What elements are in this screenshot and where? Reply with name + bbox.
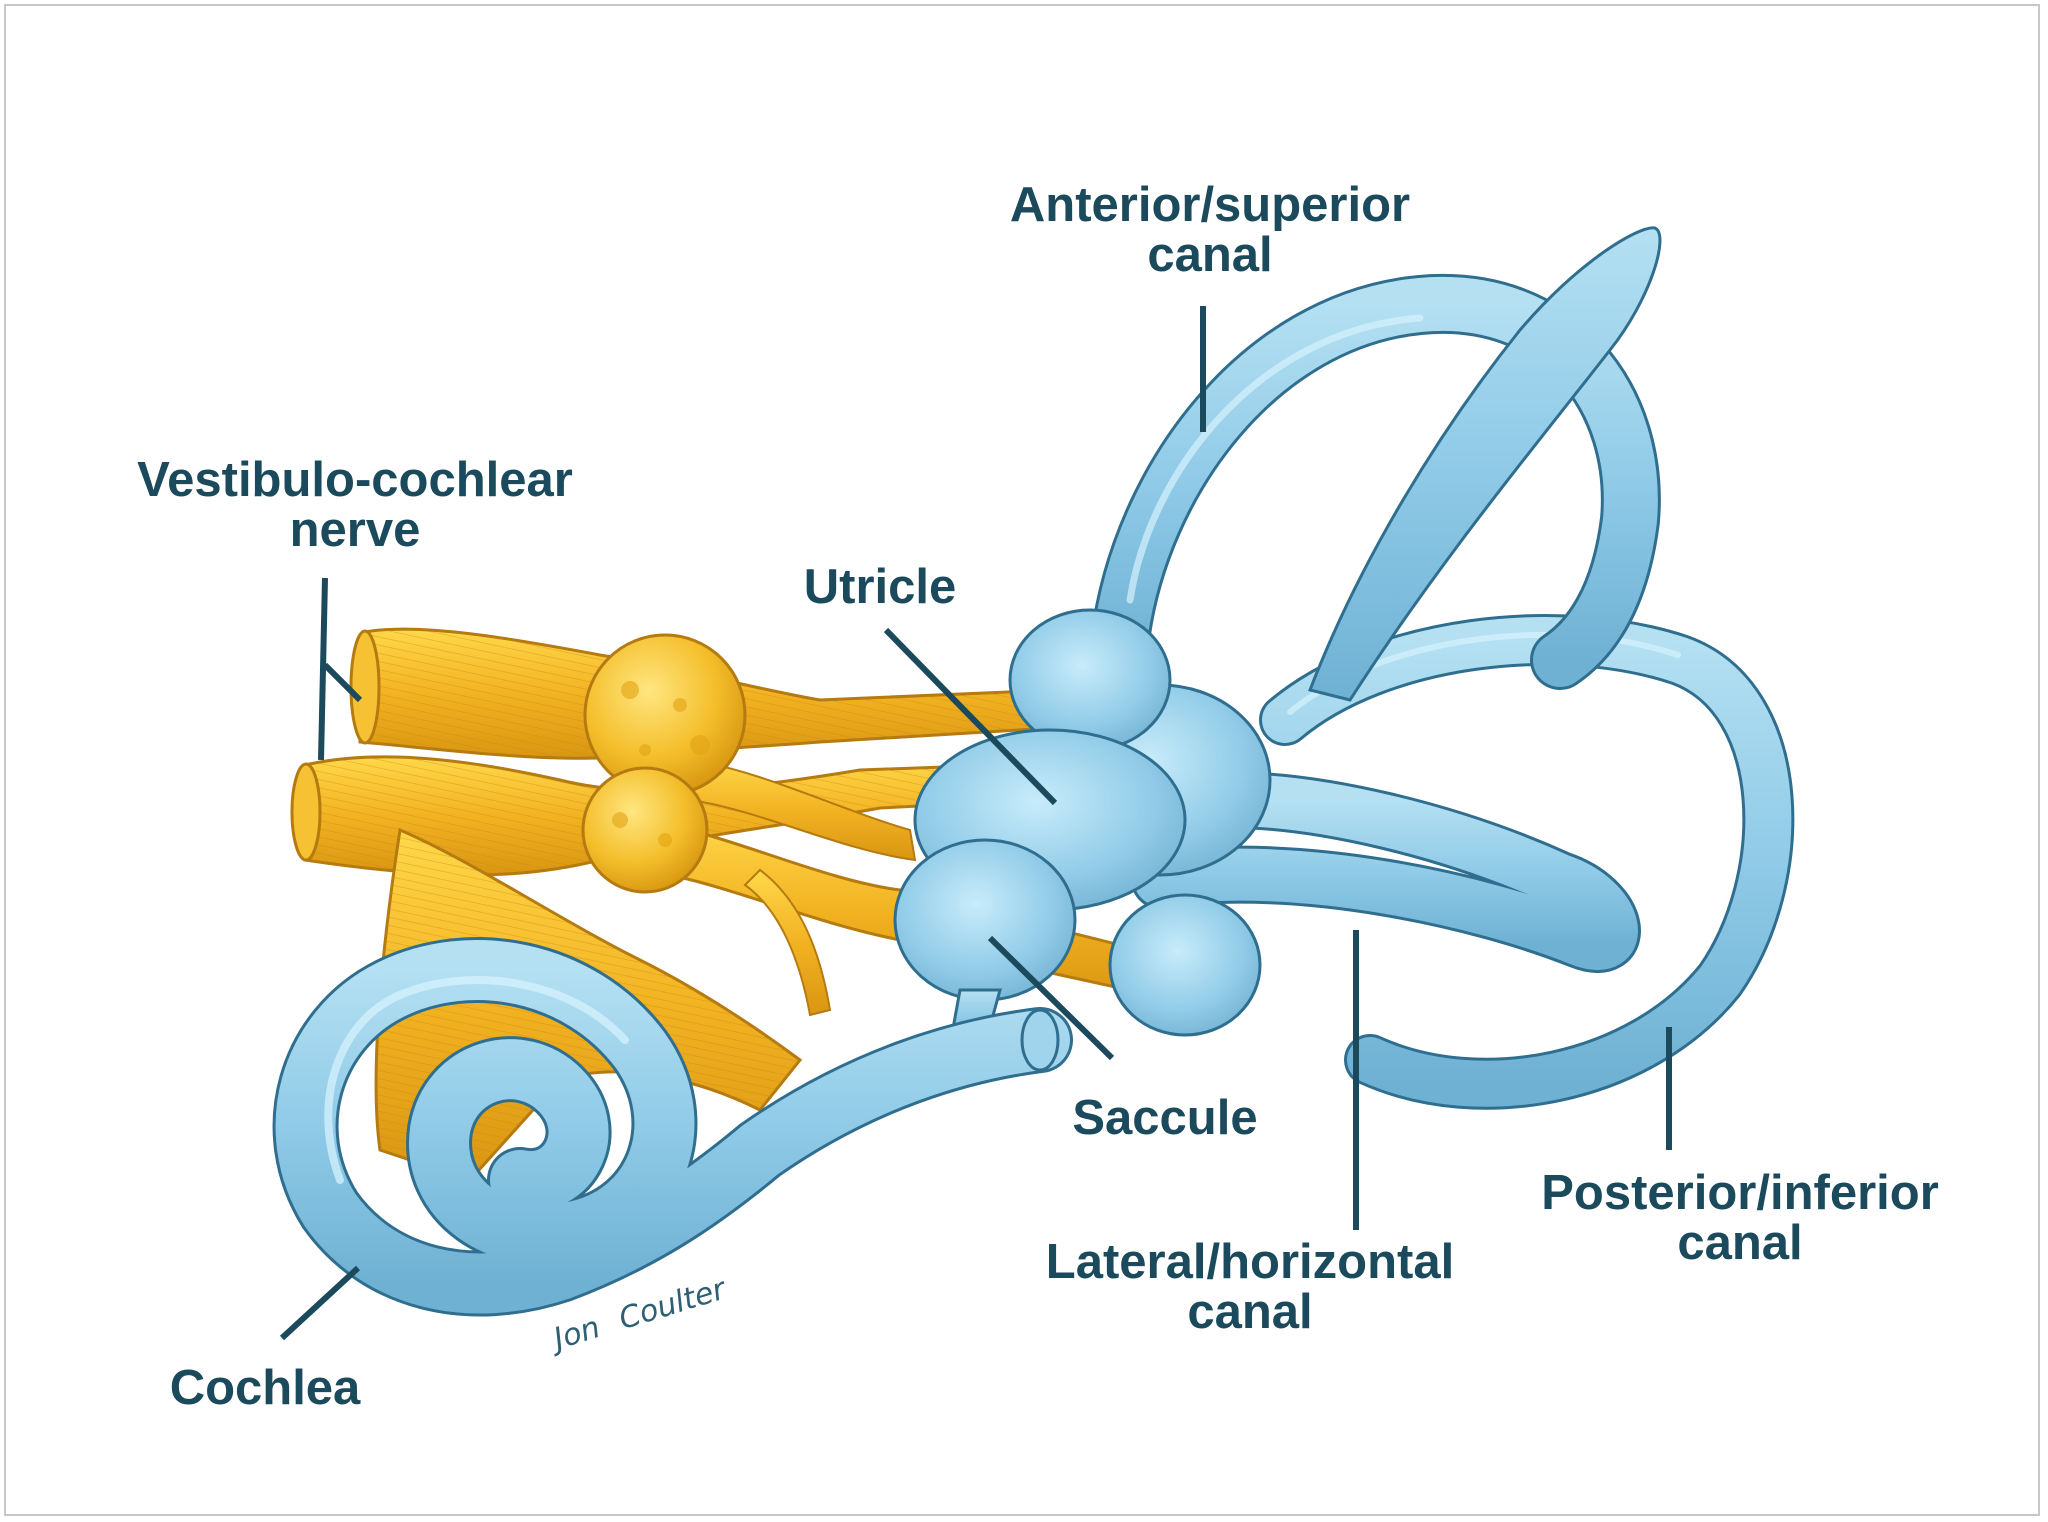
ganglion-lower (581, 766, 709, 894)
label-line: canal (1677, 1216, 1803, 1270)
label-line: Lateral/horizontal (1045, 1235, 1455, 1289)
label-line: canal (1147, 228, 1273, 282)
leader-cochlea (279, 1265, 361, 1341)
cochlea (272, 937, 1073, 1317)
label-line: Vestibulo-cochlear (137, 453, 573, 507)
label-line: Posterior/inferior (1541, 1166, 1939, 1220)
saccule (893, 838, 1077, 1002)
endolymphatic-sac (1307, 226, 1662, 702)
leader-utricle (883, 627, 1058, 806)
label-line: Cochlea (169, 1361, 361, 1415)
label-line: canal (1187, 1285, 1313, 1339)
label-saccule: Saccule (1050, 1093, 1280, 1143)
label-anterior-superior-canal: Anterior/superior canal (990, 180, 1430, 280)
leader-saccule (987, 935, 1115, 1061)
label-line: Utricle (803, 560, 957, 614)
label-line: nerve (289, 503, 421, 557)
label-vestibulo-cochlear-nerve: Vestibulo-cochlear nerve (110, 455, 600, 555)
membranous-labyrinth (272, 226, 1795, 1317)
label-utricle: Utricle (780, 562, 980, 612)
label-posterior-inferior-canal: Posterior/inferior canal (1510, 1168, 1970, 1268)
label-line: Saccule (1072, 1091, 1258, 1145)
label-lateral-horizontal-canal: Lateral/horizontal canal (1010, 1237, 1490, 1337)
label-line: Anterior/superior (1009, 178, 1411, 232)
leader-vestibulo-branch (322, 662, 363, 703)
leader-vestibulo (318, 577, 328, 761)
label-cochlea: Cochlea (150, 1363, 380, 1413)
